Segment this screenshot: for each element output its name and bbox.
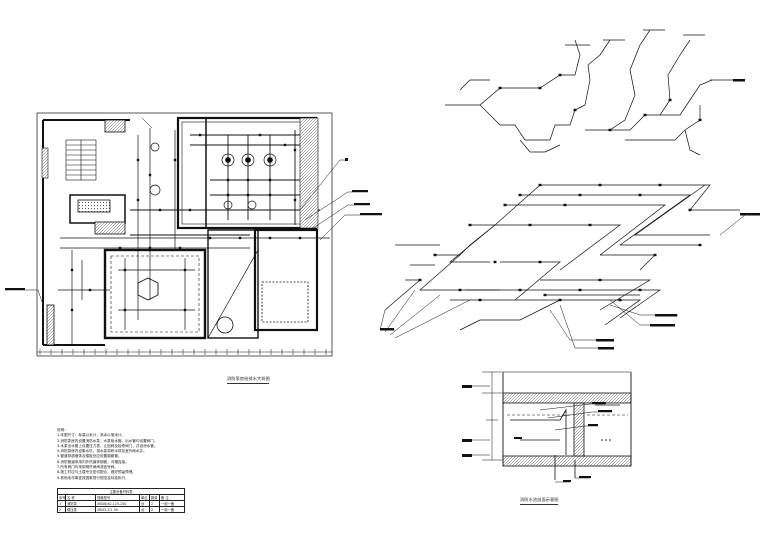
water-pool-section-view xyxy=(459,364,651,483)
section-drawing-title: 消防水池剖面示意图 xyxy=(520,497,559,502)
note-line: 6.消防管道采用内外热镀锌钢管，沟槽连接。 xyxy=(57,459,129,464)
pipe-fitting-mark xyxy=(293,148,297,152)
legend-cell: 稳压泵 xyxy=(65,506,96,513)
pipe-fitting-mark xyxy=(268,193,272,197)
table-row: 1 消防泵 XBD8/40-125-250 台 2 一用一备 xyxy=(57,500,186,507)
legend-cell: 2 xyxy=(57,506,66,513)
valve-symbol xyxy=(608,128,612,132)
pipe-fitting-mark xyxy=(208,236,212,240)
valve-symbol xyxy=(578,193,582,197)
valve-symbol xyxy=(543,293,547,297)
pipe-fitting-mark xyxy=(226,193,230,197)
design-notes: 说明： 1.本图尺寸：标高以米计，其余以毫米计。 2.消防泵房内设置消防水泵，水… xyxy=(57,428,197,481)
pipe-fitting-mark xyxy=(183,308,187,312)
valve-symbol xyxy=(563,203,567,207)
valve-symbol xyxy=(698,243,702,247)
legend-cell: 一用一备 xyxy=(158,506,186,513)
pipe-fitting-mark xyxy=(178,246,182,250)
valve-symbol xyxy=(418,278,422,282)
pipe-fitting-mark xyxy=(183,268,187,272)
pump-room-plan-view xyxy=(5,112,382,357)
pipe-fitting-mark xyxy=(258,133,262,137)
valve-symbol xyxy=(433,253,437,257)
pipe-fitting-mark xyxy=(148,246,152,250)
pipe-fitting-mark xyxy=(123,308,127,312)
notes-heading: 说明： xyxy=(57,428,68,432)
valve-symbol xyxy=(598,278,602,282)
valve-symbol xyxy=(688,208,692,212)
valve-symbol xyxy=(538,183,542,187)
valve-symbol xyxy=(458,288,462,292)
pipe-fitting-mark xyxy=(246,178,250,182)
valve-symbol xyxy=(558,298,562,302)
valve-symbol xyxy=(653,253,657,257)
legend-cell: 台 xyxy=(139,506,150,513)
valve-symbol xyxy=(558,73,562,77)
note-line: 8.施工时应与土建专业密切配合，做好预留预埋。 xyxy=(57,470,136,475)
plan-title-underline xyxy=(227,383,269,384)
valve-symbol xyxy=(518,288,522,292)
valve-symbol xyxy=(668,98,672,102)
valve-symbol xyxy=(618,298,622,302)
note-line: 1.本图尺寸：标高以米计，其余以毫米计。 xyxy=(57,433,126,438)
pipe-fitting-mark xyxy=(246,193,250,197)
valve-symbol xyxy=(538,86,542,90)
pipe-fitting-mark xyxy=(268,236,272,240)
legend-cell: 2 xyxy=(149,506,160,513)
pipe-fitting-mark xyxy=(268,178,272,182)
valve-symbol xyxy=(573,108,577,112)
pipe-fitting-mark xyxy=(88,288,92,292)
pipe-fitting-mark xyxy=(298,236,302,240)
valve-symbol xyxy=(468,223,472,227)
note-line: 3.水泵出水管上设置压力表、止回阀及检修阀门，并设泄水管。 xyxy=(57,443,158,448)
valve-symbol xyxy=(643,113,647,117)
table-row: 2 稳压泵 XBD3.2/1-50 台 2 一用一备 xyxy=(57,506,186,513)
note-line: 5.管道穿越墙体及楼板处应设置钢套管。 xyxy=(57,454,122,459)
pipe-fitting-mark xyxy=(118,246,122,250)
valve-symbol xyxy=(518,193,522,197)
pipe-fitting-mark xyxy=(238,236,242,240)
pipe-fitting-mark xyxy=(148,173,152,177)
note-line: 4.消防泵房内设集水坑，排水泵将积水排至室外雨水井。 xyxy=(57,449,147,454)
legend-header-cell: 序号 xyxy=(57,494,66,501)
note-line: 9.其他未尽事宜按国家现行规范及标准执行。 xyxy=(57,475,129,480)
note-line: 2.消防泵房内设置消防水泵，水泵吸水管、出水管均设置阀门。 xyxy=(57,438,158,443)
pipe-fitting-mark xyxy=(136,198,140,202)
valve-symbol xyxy=(658,183,662,187)
section-title-underline xyxy=(520,504,558,505)
pipe-fitting-mark xyxy=(70,268,74,272)
pipe-fitting-mark xyxy=(198,133,202,137)
valve-symbol xyxy=(493,260,497,264)
pipe-fitting-mark xyxy=(226,178,230,182)
valve-symbol xyxy=(478,298,482,302)
valve-symbol xyxy=(598,183,602,187)
plan-drawing-title: 消防泵房给排水大样图 xyxy=(227,376,270,381)
valve-symbol xyxy=(698,118,702,122)
pipe-fitting-mark xyxy=(70,308,74,312)
valve-symbol xyxy=(588,223,592,227)
pipe-fitting-mark xyxy=(158,208,162,212)
pipe-fitting-mark xyxy=(293,198,297,202)
legend-cell: XBD3.2/1-50 xyxy=(95,506,140,513)
equipment-legend-table: 主要设备材料表 序号 名 称 规格型号 单位 数量 备 注 1 消防泵 XBD8… xyxy=(56,488,186,513)
pipe-fitting-mark xyxy=(136,158,140,162)
valve-symbol xyxy=(638,288,642,292)
valve-symbol xyxy=(578,288,582,292)
pipe-fitting-mark xyxy=(123,268,127,272)
valve-symbol xyxy=(503,203,507,207)
valve-symbol xyxy=(498,86,502,90)
pipe-fitting-mark xyxy=(188,208,192,212)
pipe-fitting-mark xyxy=(283,143,287,147)
valve-symbol xyxy=(538,260,542,264)
pump-room-axonometric-system xyxy=(379,29,760,350)
valve-symbol xyxy=(638,193,642,197)
valve-symbol xyxy=(528,223,532,227)
note-line: 7.所有阀门均采用明杆闸阀或信号阀。 xyxy=(57,465,118,470)
pipe-fitting-mark xyxy=(173,158,177,162)
